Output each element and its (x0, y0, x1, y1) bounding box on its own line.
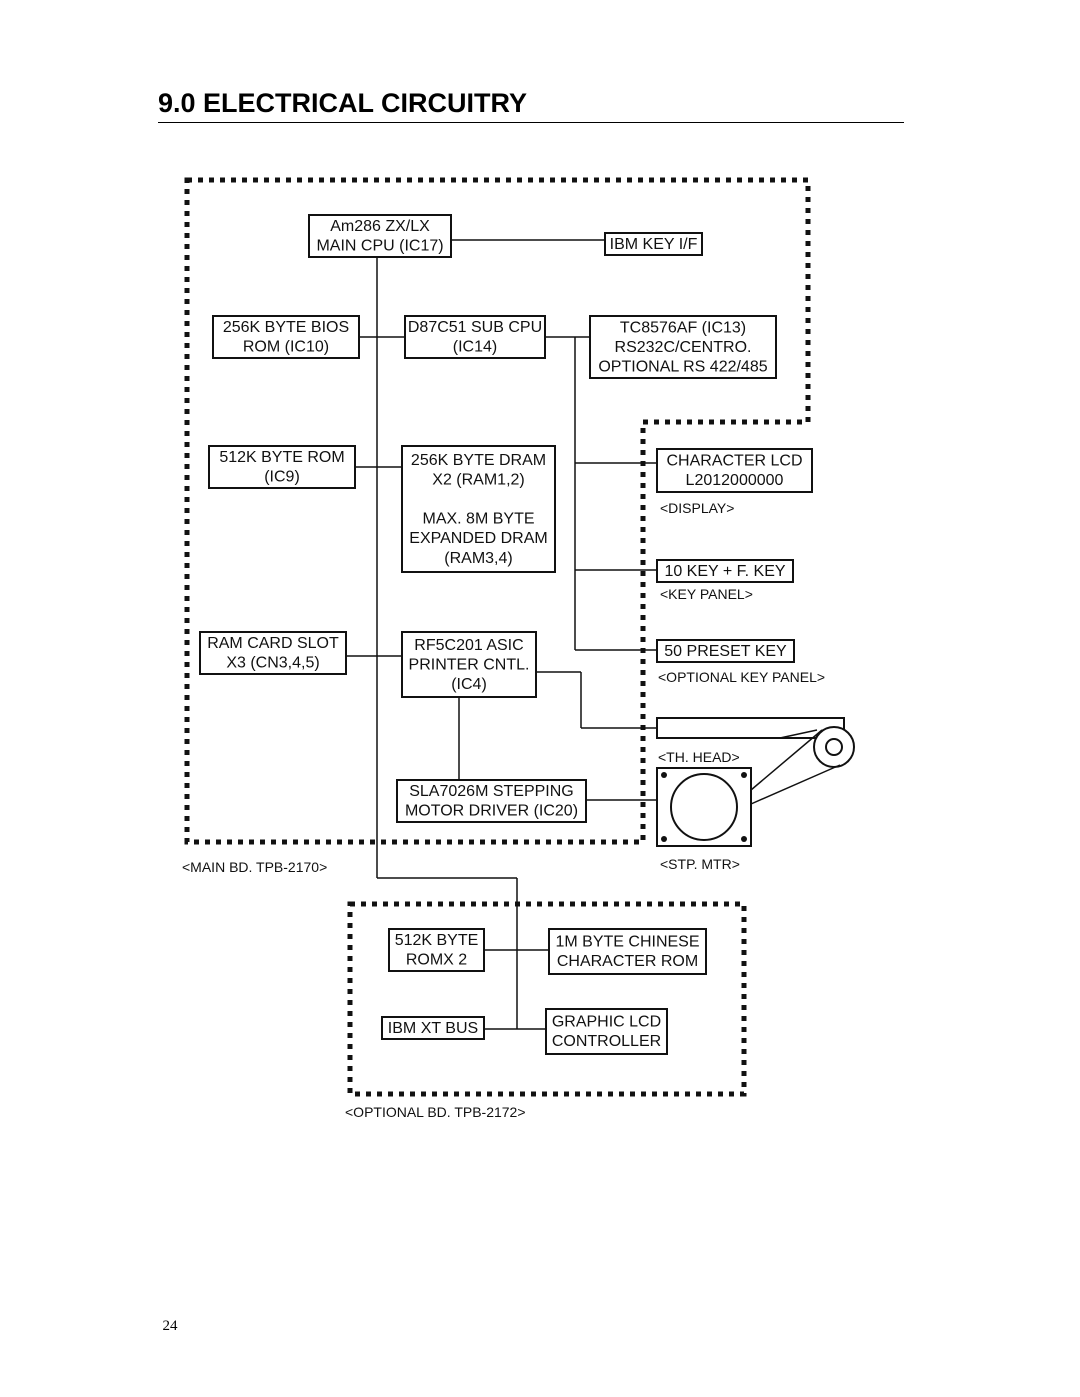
block-bios-rom-line: ROM (IC10) (243, 339, 329, 356)
thermal-head-mechanism (656, 717, 855, 805)
block-main-cpu-line: MAIN CPU (IC17) (316, 238, 443, 255)
block-main-cpu-line: Am286 ZX/LX (330, 218, 430, 235)
block-dram-line: MAX. 8M BYTE (422, 511, 534, 528)
block-dram: 256K BYTE DRAM X2 (RAM1,2) MAX. 8M BYTE EXP… (401, 445, 556, 573)
block-bios-rom: 256K BYTE BIOS ROM (IC10) (212, 315, 360, 359)
th-head-label: <TH. HEAD> (658, 749, 740, 765)
block-key-10-line: 10 KEY + F. KEY (664, 563, 785, 580)
section-title: 9.0 ELECTRICAL CIRCUITRY (158, 88, 528, 118)
key-panel-label: <KEY PANEL> (660, 586, 753, 602)
block-xt-bus-line: IBM XT BUS (388, 1020, 478, 1037)
block-motor-driver-line: SLA7026M STEPPING (409, 783, 574, 800)
block-asic-line: (IC4) (451, 676, 487, 693)
optional-board-outline (347, 901, 747, 1097)
block-asic-line: RF5C201 ASIC (414, 637, 523, 654)
stepping-motor-icon (656, 767, 752, 847)
block-ram-card-line: RAM CARD SLOT (207, 635, 339, 652)
block-ram-card-line: X3 (CN3,4,5) (226, 655, 319, 672)
block-dram-line: (RAM3,4) (444, 550, 512, 567)
block-graphic-lcd-line: GRAPHIC LCD (552, 1014, 661, 1031)
block-dram-line: EXPANDED DRAM (409, 530, 547, 547)
block-motor-driver: SLA7026M STEPPING MOTOR DRIVER (IC20) (396, 779, 587, 823)
block-ibm-key-line: IBM KEY I/F (610, 236, 698, 253)
optional-board-label: <OPTIONAL BD. TPB-2172> (345, 1104, 526, 1120)
connection-wires (346, 239, 657, 1030)
block-key-10: 10 KEY + F. KEY (656, 559, 794, 583)
optional-key-panel-label: <OPTIONAL KEY PANEL> (658, 669, 825, 685)
block-serial-line: RS232C/CENTRO. (615, 339, 752, 356)
block-chinese-rom-line: 1M BYTE CHINESE (555, 934, 699, 951)
block-chinese-rom-line: CHARACTER ROM (557, 953, 698, 970)
block-ram-card: RAM CARD SLOT X3 (CN3,4,5) (199, 631, 347, 675)
block-char-lcd: CHARACTER LCD L2012000000 (656, 448, 813, 493)
block-opt-rom-line: 512K BYTE (395, 932, 479, 949)
title-rule (158, 122, 904, 123)
block-sub-cpu-line: (IC14) (453, 339, 497, 356)
block-preset-key: 50 PRESET KEY (656, 639, 795, 663)
main-board-label: <MAIN BD. TPB-2170> (182, 859, 327, 875)
main-board-outline (184, 177, 811, 845)
block-dram-line: 256K BYTE DRAM (411, 452, 546, 469)
block-chinese-rom: 1M BYTE CHINESE CHARACTER ROM (548, 928, 707, 975)
block-bios-rom-line: 256K BYTE BIOS (223, 319, 349, 336)
block-serial-line: OPTIONAL RS 422/485 (598, 358, 767, 375)
block-sub-cpu: D87C51 SUB CPU (IC14) (404, 315, 546, 359)
block-rom-512-line: 512K BYTE ROM (219, 449, 344, 466)
block-asic-line: PRINTER CNTL. (409, 656, 530, 673)
block-graphic-lcd-line: CONTROLLER (552, 1033, 661, 1050)
block-main-cpu: Am286 ZX/LX MAIN CPU (IC17) (308, 214, 452, 258)
block-xt-bus: IBM XT BUS (381, 1016, 485, 1040)
block-motor-driver-line: MOTOR DRIVER (IC20) (405, 803, 578, 820)
block-rom-512: 512K BYTE ROM (IC9) (208, 445, 356, 489)
display-label: <DISPLAY> (660, 500, 734, 516)
block-opt-rom: 512K BYTE ROMX 2 (388, 928, 485, 972)
block-serial-line: TC8576AF (IC13) (620, 319, 746, 336)
block-asic: RF5C201 ASIC PRINTER CNTL. (IC4) (401, 631, 537, 698)
block-graphic-lcd: GRAPHIC LCD CONTROLLER (545, 1008, 668, 1055)
page-number: 24 (162, 1318, 178, 1334)
block-sub-cpu-line: D87C51 SUB CPU (408, 319, 542, 336)
block-rom-512-line: (IC9) (264, 469, 300, 486)
block-char-lcd-line: L2012000000 (686, 472, 784, 489)
block-preset-key-line: 50 PRESET KEY (664, 643, 787, 660)
block-char-lcd-line: CHARACTER LCD (666, 453, 802, 470)
block-dram-line: X2 (RAM1,2) (432, 472, 524, 489)
stp-mtr-label: <STP. MTR> (660, 856, 740, 872)
block-opt-rom-line: ROMX 2 (406, 952, 467, 969)
block-ibm-key: IBM KEY I/F (604, 232, 703, 256)
block-serial: TC8576AF (IC13) RS232C/CENTRO. OPTIONAL RS… (589, 315, 777, 379)
